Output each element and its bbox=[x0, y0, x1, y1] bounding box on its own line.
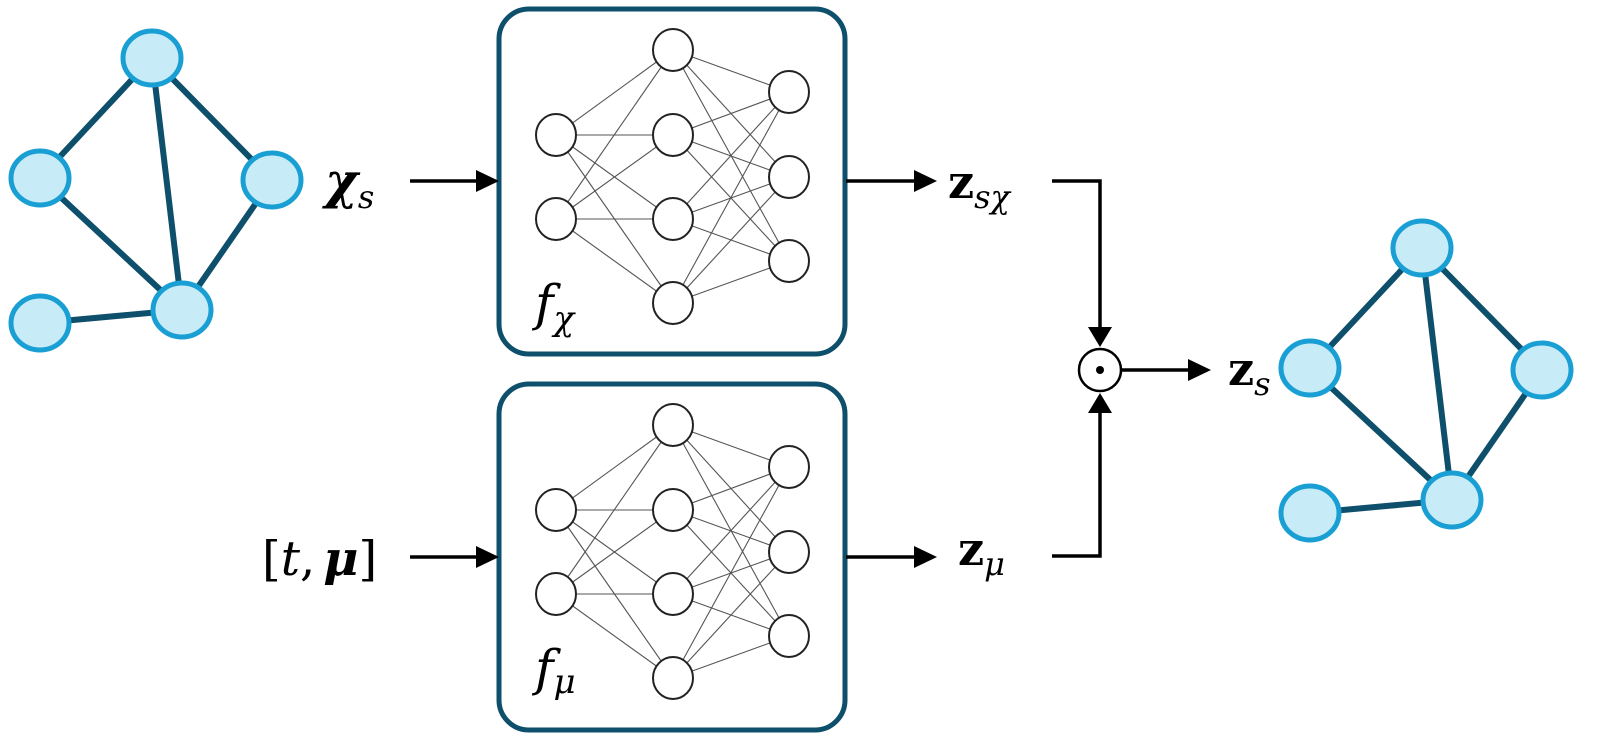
nn-neuron bbox=[768, 445, 810, 489]
nn-connection bbox=[672, 466, 790, 679]
nn-neuron bbox=[652, 403, 694, 447]
graph-edge bbox=[1419, 245, 1455, 503]
nn-neuron bbox=[768, 239, 810, 283]
latent-z-s-chi-label: zsχ bbox=[948, 155, 1012, 216]
arrow-z-mu-to-product bbox=[1052, 393, 1112, 558]
graph-node bbox=[1278, 338, 1342, 398]
graph-node bbox=[1510, 340, 1574, 400]
nn-neuron bbox=[652, 197, 694, 241]
nn-neuron bbox=[535, 113, 577, 157]
graph-node bbox=[150, 280, 214, 340]
input-t-mu-label: [t,μ] bbox=[262, 531, 377, 587]
network-f-mu-label: fμ bbox=[531, 639, 576, 702]
nn-neuron bbox=[652, 488, 694, 532]
arrow-t-mu-to-f-mu bbox=[410, 546, 499, 568]
graph-node bbox=[240, 150, 304, 210]
nn-neuron bbox=[768, 155, 810, 199]
graph-edge bbox=[149, 55, 185, 313]
nn-connection bbox=[555, 424, 674, 511]
nn-connection bbox=[672, 551, 790, 679]
nn-connection bbox=[672, 91, 790, 304]
nn-connection bbox=[672, 176, 790, 304]
graph-edge bbox=[1307, 365, 1455, 503]
neural-network-top bbox=[535, 28, 810, 325]
nn-neuron bbox=[652, 113, 694, 157]
arrow-f-chi-to-z-s-chi bbox=[846, 170, 937, 192]
nn-neuron bbox=[535, 488, 577, 532]
nn-connection bbox=[555, 424, 674, 595]
graph-node bbox=[120, 28, 184, 88]
nn-connection bbox=[555, 593, 674, 679]
graph-node bbox=[8, 148, 72, 208]
latent-z-mu-label: zμ bbox=[958, 522, 1005, 583]
neural-network-bottom bbox=[535, 403, 810, 700]
nn-neuron bbox=[652, 572, 694, 616]
arrow-f-mu-to-z-mu bbox=[846, 546, 937, 568]
graph-edge bbox=[37, 175, 185, 313]
input-graph bbox=[8, 28, 304, 353]
nn-neuron bbox=[535, 197, 577, 241]
nn-neuron bbox=[652, 28, 694, 72]
nn-connection bbox=[555, 49, 674, 136]
nn-neuron bbox=[768, 70, 810, 114]
nn-neuron bbox=[652, 656, 694, 700]
nn-connection bbox=[555, 49, 674, 220]
hadamard-product-operator bbox=[1077, 347, 1123, 393]
nn-connection bbox=[672, 91, 790, 220]
nn-neuron bbox=[768, 530, 810, 574]
nn-neuron bbox=[768, 614, 810, 658]
operator-dot bbox=[1096, 366, 1104, 374]
output-graph bbox=[1278, 218, 1574, 543]
output-z-s-label: zs bbox=[1228, 342, 1271, 403]
arrow-product-to-z-s bbox=[1121, 359, 1211, 381]
network-box-top bbox=[496, 6, 848, 357]
arrow-chi-to-f-chi bbox=[410, 170, 499, 192]
nn-neuron bbox=[652, 281, 694, 325]
nn-connection bbox=[555, 218, 674, 304]
nn-connection bbox=[672, 466, 790, 595]
input-chi-s-label: χs bbox=[322, 151, 374, 216]
nn-neuron bbox=[535, 572, 577, 616]
nn-connection bbox=[555, 509, 674, 595]
graph-node bbox=[1390, 218, 1454, 278]
arrow-z-s-chi-to-product bbox=[1052, 179, 1112, 347]
graph-node bbox=[8, 293, 72, 353]
graph-node bbox=[1420, 470, 1484, 530]
graph-node bbox=[1278, 483, 1342, 543]
nn-connection bbox=[555, 134, 674, 220]
